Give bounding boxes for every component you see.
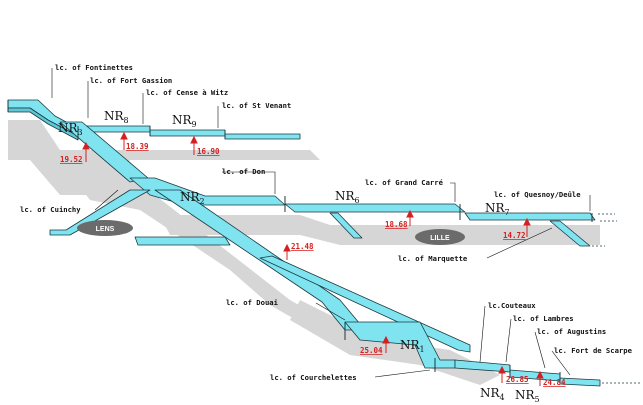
elev-arrowhead-nr4	[498, 365, 506, 374]
cities: LENS LILLE	[77, 220, 465, 245]
city-lens-marker	[77, 220, 133, 236]
elev-label-nr9: 16.90	[197, 147, 220, 156]
reach-lens-south	[134, 236, 231, 246]
leader-lines	[51, 68, 591, 378]
elev-arrowhead-nr9	[190, 135, 198, 144]
reach-label-nr7: NR7	[485, 201, 510, 217]
reach-label-nr9: NR9	[172, 113, 197, 129]
elev-arrowhead-nr5	[536, 370, 544, 379]
lock-label-quesnoy: lc. of Quesnoy/Deûle	[494, 190, 581, 199]
elev-arrowhead-nr6	[406, 209, 414, 218]
lock-label-fort-scarpe: lc. Fort de Scarpe	[554, 346, 633, 355]
elevation-labels: 19.52 18.39 16.90 18.68 14.72 21.48 25.0…	[60, 142, 566, 387]
leader-cuinchy	[94, 189, 119, 211]
elev-arrowhead-nr8	[120, 131, 128, 140]
lock-label-lambres: lc. of Lambres	[513, 314, 574, 323]
shadow-main-diagonal	[60, 160, 360, 345]
dashed-continuations	[592, 213, 640, 384]
reach-label-nr6: NR6	[335, 189, 360, 205]
reach-nr9-water	[149, 129, 226, 137]
leader-grand-carre	[450, 182, 456, 202]
reach-nr7-water	[464, 212, 596, 221]
city-lille-marker	[415, 229, 465, 245]
lock-label-augustins: lc. of Augustins	[537, 327, 606, 336]
leader-couteaux	[479, 305, 486, 363]
lock-label-douai: lc. of Douai	[226, 298, 279, 307]
leader-augustins	[534, 331, 546, 369]
reach-nr6-water	[284, 203, 466, 213]
lock-label-grand-carre: lc. of Grand Carré	[365, 178, 444, 187]
elev-label-nr4: 26.85	[506, 375, 529, 384]
elev-label-nr7: 14.72	[503, 231, 526, 240]
leader-douai	[315, 302, 346, 321]
lock-label-fort-gassion: lc. of Fort Gassion	[90, 76, 172, 85]
lock-label-st-venant: lc. of St Venant	[222, 101, 291, 110]
lock-label-cuinchy: lc. of Cuinchy	[20, 205, 81, 214]
reach-fort-scarpe-water	[559, 377, 601, 387]
elev-label-nr1: 25.04	[360, 346, 383, 355]
elev-arrowhead-nr1	[382, 335, 390, 344]
reach-marquette-spur	[549, 220, 591, 247]
city-lens-label: LENS	[96, 226, 115, 233]
elev-arrowhead-nr7	[523, 217, 531, 226]
elev-label-nr3: 19.52	[60, 155, 83, 164]
elev-label-nr6: 18.68	[385, 220, 408, 229]
lock-label-marquette: lc. of Marquette	[398, 254, 468, 263]
leader-fort-scarpe	[551, 350, 571, 376]
leader-marquette	[486, 227, 553, 259]
reach-label-nr4: NR4	[480, 386, 505, 402]
reach-st-venant-water	[224, 133, 301, 140]
leader-courchelettes	[374, 369, 431, 378]
lock-label-courchelettes: lc. of Courchelettes	[270, 373, 357, 382]
leader-lambres	[505, 318, 512, 363]
reach-label-nr2: NR2	[180, 190, 205, 206]
elevation-arrows	[82, 131, 544, 386]
elev-label-nr8: 18.39	[126, 142, 149, 151]
reach-label-nr1: NR1	[400, 338, 425, 354]
reach-labels: NR3 NR8 NR9 NR2 NR6 NR7 NR1 NR4 NR5	[58, 109, 540, 404]
elev-arrowhead-nr2	[283, 243, 291, 252]
reach-label-nr5: NR5	[515, 388, 540, 404]
elev-label-nr5: 24.84	[543, 378, 566, 387]
lock-label-fontinettes: lc. of Fontinettes	[55, 63, 133, 72]
lock-steps	[7, 100, 593, 384]
reach-lens-branch	[49, 189, 151, 236]
waterways	[7, 99, 601, 387]
lock-label-don: lc. of Don	[222, 167, 265, 176]
lock-labels: lc. of Fontinettes lc. of Fort Gassion l…	[20, 63, 633, 382]
shadow-east-branch	[160, 215, 600, 245]
lock-label-cense-witz: lc. of Cense à Witz	[146, 88, 228, 97]
reach-label-nr8: NR8	[104, 109, 129, 125]
leader-don	[222, 171, 276, 194]
reach-nr6-spur	[329, 212, 363, 239]
shadow-layer	[8, 120, 600, 385]
lock-label-couteaux: lc.Couteaux	[488, 301, 536, 310]
city-lille-label: LILLE	[430, 235, 450, 242]
elev-label-nr2: 21.48	[291, 242, 314, 251]
reach-label-nr3: NR3	[58, 121, 83, 137]
elev-arrowhead-nr3	[82, 141, 90, 150]
